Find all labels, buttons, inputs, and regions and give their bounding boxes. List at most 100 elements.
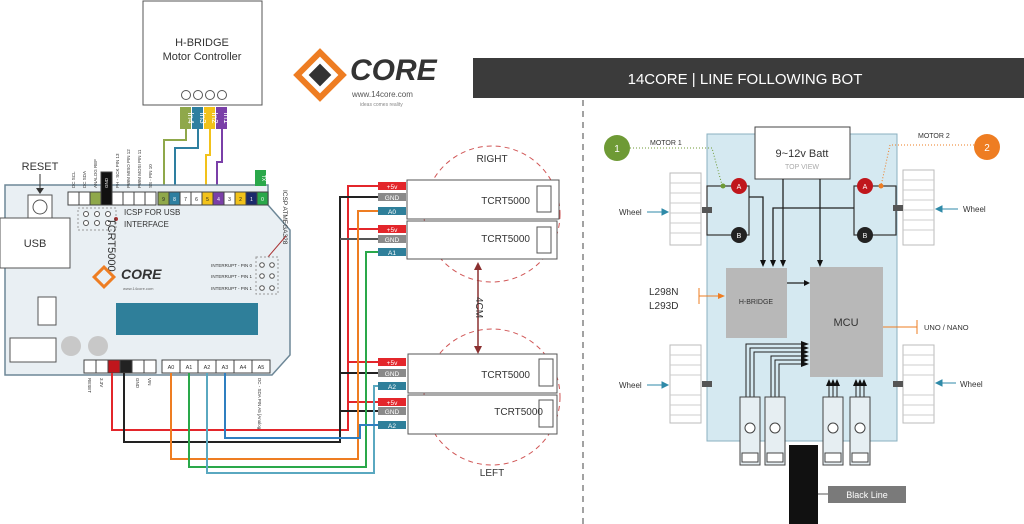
rect-shape (893, 205, 903, 211)
arduino-digital_pins-7-label: 2 (239, 197, 242, 203)
logo-url-label: www.14core.com (123, 286, 154, 291)
rect-shape (702, 207, 712, 213)
arduino-top_labels-2-label: ANALOG REF (93, 159, 98, 188)
bot-battery-label: 9~12v Batt (776, 148, 829, 160)
circle-shape (193, 90, 203, 100)
polyline-shape (745, 343, 804, 397)
arduino-sensor_label-label: TCRT5000 (105, 218, 117, 272)
polyline-shape (188, 251, 378, 468)
sensors-pin_groups-2-1-label: GND (385, 371, 400, 378)
circle-shape (217, 90, 227, 100)
rect-shape (78, 191, 91, 206)
rect-shape (144, 191, 157, 206)
rect-shape (406, 220, 558, 260)
circle-shape (105, 220, 111, 226)
arduino-tx-label: TX (260, 175, 266, 182)
arduino-digital_pins-0-label: 9 (162, 197, 165, 203)
logo-text-label: CORE (121, 266, 162, 282)
polygon-shape (853, 379, 859, 386)
polyline-shape (749, 196, 764, 262)
rect-shape (536, 226, 552, 254)
sensors-name-label: TCRT5000 (481, 196, 530, 207)
circle-shape (94, 220, 100, 226)
bot-top-view: 9~12v Batt TOP VIEW 1 2 MOTOR 1 MOTOR 2 … (604, 126, 1000, 524)
polygon-shape (801, 353, 809, 359)
bot-terminal_b-label: B (863, 233, 868, 240)
rect-shape (100, 171, 113, 206)
rect-shape (378, 382, 406, 390)
sensors-pin_groups-0-0-label: +5v (387, 184, 398, 191)
circle-shape (827, 422, 839, 434)
sensor-wires (111, 185, 378, 474)
hbridge-pins-2-label: In2 (210, 112, 219, 124)
bot-mcu_type-label: UNO / NANO (924, 323, 969, 332)
arduino-analog_pins-3-label: A3 (222, 365, 229, 371)
rect-shape (95, 359, 109, 374)
polygon-shape (830, 379, 836, 386)
circle-shape (878, 183, 884, 189)
bot-motor2-label: MOTOR 2 (918, 133, 950, 140)
hbridge-pins-0-label: In4 (186, 112, 195, 124)
polyline-shape (216, 129, 223, 195)
polyline-shape (770, 355, 804, 397)
g-shape (91, 264, 117, 290)
arduino-analog_pins-1-label: A1 (186, 365, 193, 371)
bot-terminal_a-label: A (863, 184, 868, 191)
circle-shape (88, 336, 108, 356)
polyline-shape (778, 363, 804, 397)
rect-shape (378, 407, 406, 415)
circle-shape (94, 211, 100, 217)
arduino-icsp_mega-label: ICSP ATMEGA328 (281, 190, 288, 245)
rect-shape (142, 0, 263, 106)
rect-shape (378, 369, 406, 377)
hbridge-pins-1-label: In3 (198, 112, 207, 124)
arduino-interrupts-0-label: INTERRUPT - PIN 0 (211, 263, 252, 268)
polygon-shape (718, 293, 725, 299)
circle-shape (269, 273, 275, 279)
g-shape (647, 205, 958, 389)
arduino-top_labels-1-label: DC SDA (82, 171, 87, 188)
rect-shape (251, 359, 271, 374)
polyline-shape (206, 373, 378, 474)
circle-shape (181, 90, 191, 100)
arduino-analog_pins-2-label: A2 (204, 365, 211, 371)
rect-shape (255, 256, 279, 295)
arduino-power_labels-5-label: VIN (147, 378, 152, 386)
circle-shape (205, 90, 215, 100)
rect-shape (851, 452, 869, 463)
sensors-left_label-label: LEFT (480, 468, 504, 479)
arduino-interrupts-1-label: INTERRUPT - PIN 1 (211, 274, 252, 279)
rect-shape (216, 107, 227, 129)
arduino-power_labels-3-label: GND (123, 378, 128, 389)
sensor-array: RIGHT LEFT 4CM TCRT5000 TCRT5000 TCRT500… (378, 145, 561, 479)
circle-shape (731, 227, 747, 243)
arduino-analog_pins-4-label: A4 (240, 365, 247, 371)
sensors-pin_groups-0-1-label: GND (385, 195, 400, 202)
arduino-top_labels-5-label: PWM MISO PIN 12 (126, 149, 131, 188)
sensors-pin_groups-2-2-label: A2 (388, 384, 396, 391)
line-shape (267, 235, 287, 258)
rect-shape (83, 359, 97, 374)
hbridge-title: H-BRIDGE (175, 37, 229, 49)
sensor-right-2: TCRT5000 (406, 220, 558, 260)
black-line (789, 445, 818, 524)
rect-shape (893, 381, 903, 387)
logo-tagline-label: ideas comes reality (360, 102, 403, 108)
g-shape (745, 343, 865, 397)
arduino-digital_pins-6-label: 3 (228, 197, 231, 203)
rect-shape (293, 48, 347, 102)
power-jack (9, 337, 57, 363)
polygon-shape (801, 361, 809, 367)
polyline-shape (749, 347, 804, 397)
circle-shape (854, 422, 866, 434)
bot-motor2_num-label: 2 (984, 143, 990, 154)
rect-shape (122, 191, 135, 206)
polygon-shape (834, 379, 840, 386)
polygon-shape (826, 379, 832, 386)
arduino-board: RESET USB (0, 149, 291, 431)
rect-shape (378, 182, 406, 190)
bot-wheel-label: Wheel (963, 205, 986, 214)
g-shape (293, 48, 347, 102)
polygon-shape (760, 260, 766, 267)
